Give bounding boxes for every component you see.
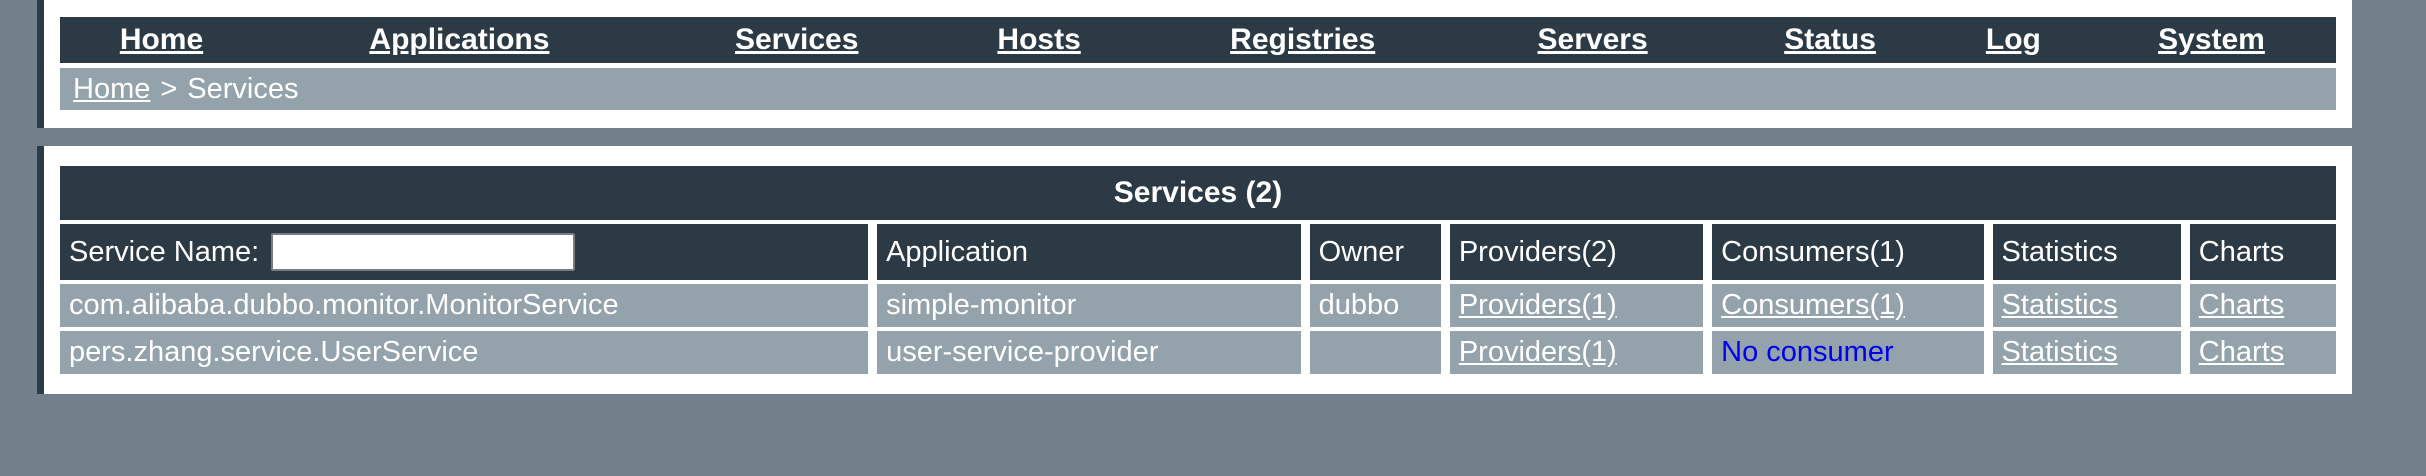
column-header-charts: Charts: [2189, 224, 2336, 280]
service-name-cell: com.alibaba.dubbo.monitor.MonitorService: [60, 284, 869, 327]
breadcrumb: Home > Services: [60, 68, 2336, 110]
statistics-link[interactable]: Statistics: [2001, 336, 2118, 368]
column-header-statistics: Statistics: [1992, 224, 2181, 280]
owner-cell: dubbo: [1309, 284, 1441, 327]
nav-item-services[interactable]: Services: [734, 23, 859, 56]
nav-item-status[interactable]: Status: [1784, 23, 1876, 56]
consumers-link[interactable]: Consumers(1): [1721, 289, 1905, 321]
charts-link[interactable]: Charts: [2198, 336, 2285, 368]
service-name-cell: pers.zhang.service.UserService: [60, 331, 869, 374]
charts-cell: Charts: [2189, 331, 2336, 374]
services-panel: Services (2) Service Name: Application O…: [37, 146, 2352, 394]
main-nav: Home Applications Services Hosts Registr…: [60, 17, 2336, 63]
breadcrumb-home-link[interactable]: Home: [73, 73, 151, 105]
column-header-consumers: Consumers(1): [1712, 224, 1984, 280]
charts-link[interactable]: Charts: [2198, 289, 2285, 321]
breadcrumb-separator: >: [160, 73, 178, 105]
nav-panel: Home Applications Services Hosts Registr…: [37, 0, 2352, 128]
breadcrumb-current-page: Services: [187, 73, 299, 105]
providers-link[interactable]: Providers(1): [1458, 336, 1617, 368]
services-table-title: Services (2): [60, 166, 2336, 220]
service-name-filter-label: Service Name:: [69, 235, 260, 268]
nav-item-servers[interactable]: Servers: [1537, 23, 1648, 56]
nav-item-system[interactable]: System: [2158, 23, 2265, 56]
statistics-cell: Statistics: [1992, 284, 2181, 327]
services-table: Services (2) Service Name: Application O…: [60, 166, 2336, 374]
column-header-owner: Owner: [1309, 224, 1441, 280]
consumers-cell: Consumers(1): [1712, 284, 1984, 327]
providers-cell: Providers(1): [1449, 284, 1704, 327]
nav-item-hosts[interactable]: Hosts: [997, 23, 1081, 56]
no-consumer-label: No consumer: [1721, 336, 1894, 368]
column-header-application: Application: [877, 224, 1301, 280]
column-header-service-name: Service Name:: [60, 224, 869, 280]
providers-cell: Providers(1): [1449, 331, 1704, 374]
nav-item-log[interactable]: Log: [1985, 23, 2041, 56]
charts-cell: Charts: [2189, 284, 2336, 327]
owner-cell: [1309, 331, 1441, 374]
nav-item-applications[interactable]: Applications: [369, 23, 550, 56]
providers-link[interactable]: Providers(1): [1458, 289, 1617, 321]
application-cell: user-service-provider: [877, 331, 1301, 374]
column-header-providers: Providers(2): [1449, 224, 1704, 280]
service-name-filter-input[interactable]: [271, 233, 576, 271]
consumers-cell: No consumer: [1712, 331, 1984, 374]
application-cell: simple-monitor: [877, 284, 1301, 327]
nav-item-home[interactable]: Home: [119, 23, 204, 56]
nav-item-registries[interactable]: Registries: [1230, 23, 1376, 56]
statistics-cell: Statistics: [1992, 331, 2181, 374]
statistics-link[interactable]: Statistics: [2001, 289, 2118, 321]
